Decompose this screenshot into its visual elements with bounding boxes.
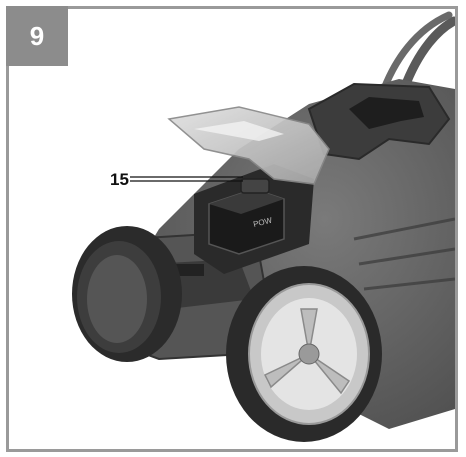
callout-label-15: 15 <box>110 170 129 189</box>
callout-leader-15 <box>130 176 243 182</box>
figure-number: 9 <box>29 20 45 51</box>
battery-latch <box>240 178 270 194</box>
figure-number-badge: 9 <box>6 6 68 66</box>
battery-cover-lid <box>167 106 330 185</box>
front-wheel <box>72 226 182 362</box>
lawn-mower-illustration: POW <box>72 11 455 442</box>
wheel-hub-spokes <box>263 308 351 395</box>
rear-wheel <box>226 266 382 442</box>
battery-pack: POW <box>208 188 285 255</box>
